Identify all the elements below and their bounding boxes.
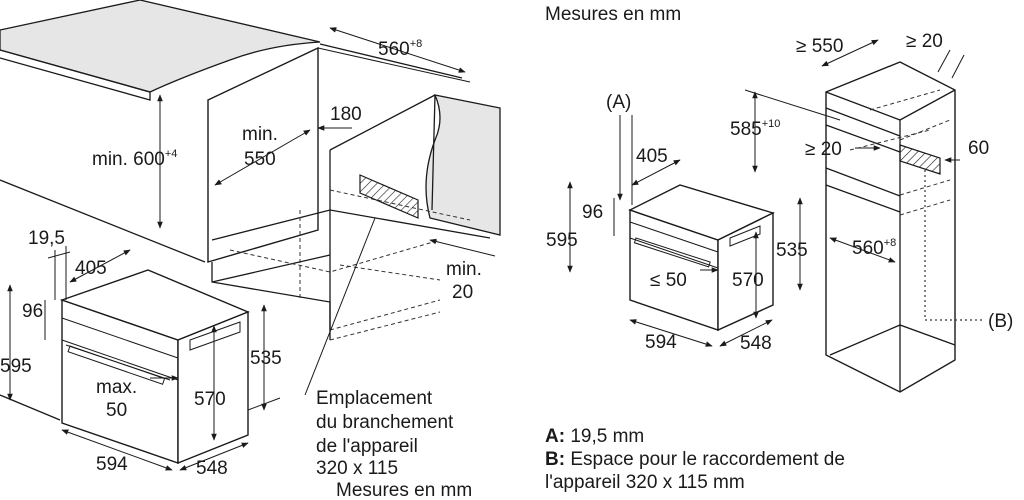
connection-area-right bbox=[899, 144, 941, 175]
dim-570-label-right: 570 bbox=[732, 270, 764, 291]
left-installation-view: 560+8 min. 600+4 min. 550 180 min. 20 19… bbox=[0, 0, 501, 500]
dim-min600-label: min. 600+4 bbox=[92, 148, 177, 170]
dim-19-5-label: 19,5 bbox=[28, 228, 65, 249]
dim-595-label-left: 595 bbox=[0, 356, 32, 377]
dim-570-label-left: 570 bbox=[194, 389, 226, 410]
dim-560-label: 560+8 bbox=[378, 38, 422, 60]
dim-594-label-left: 594 bbox=[96, 454, 128, 475]
dim-585-label: 585+10 bbox=[730, 118, 780, 140]
note-line3: de l'appareil bbox=[316, 436, 418, 457]
dim-96-label-right: 96 bbox=[582, 202, 603, 223]
dim-535-label-left: 535 bbox=[250, 348, 282, 369]
units-label-left: Mesures en mm bbox=[336, 480, 472, 500]
dim-ge550-label: ≥ 550 bbox=[796, 36, 843, 57]
dim-595-label-right: 595 bbox=[546, 230, 578, 251]
dim-548-label-left: 548 bbox=[196, 458, 228, 479]
dim-max50-line2: 50 bbox=[106, 400, 127, 421]
dim-560-label-right: 560+8 bbox=[852, 237, 896, 259]
countertop bbox=[0, 0, 321, 93]
right-installation-view: Mesures en mm (A) 405 96 595 535 ≤ 50 57… bbox=[545, 4, 1013, 393]
dim-min550-line2: 550 bbox=[244, 149, 276, 170]
dim-min550-line1: min. bbox=[242, 124, 278, 145]
dim-405-label-left: 405 bbox=[75, 258, 107, 279]
legend: A: 19,5 mm B: Espace pour le raccordemen… bbox=[545, 425, 845, 494]
dim-96-label-left: 96 bbox=[22, 301, 43, 322]
dim-548-label-right: 548 bbox=[740, 333, 772, 354]
label-a: (A) bbox=[606, 92, 631, 113]
dim-max50-line1: max. bbox=[96, 377, 137, 398]
tall-cabinet bbox=[825, 61, 956, 393]
dim-le50-label: ≤ 50 bbox=[650, 270, 687, 291]
dim-594-label-right: 594 bbox=[645, 332, 677, 353]
dim-180-label: 180 bbox=[330, 104, 362, 125]
dim-405-label-right: 405 bbox=[636, 146, 668, 167]
dim-min20-line2: 20 bbox=[452, 282, 473, 303]
legend-a: A: 19,5 mm bbox=[545, 426, 645, 447]
dim-min20-line1: min. bbox=[446, 259, 482, 280]
dim-ge20-top-label: ≥ 20 bbox=[906, 31, 943, 52]
connection-area-left bbox=[359, 174, 419, 219]
wall-right bbox=[425, 94, 501, 236]
oven-side-right bbox=[717, 211, 774, 332]
note-line4: 320 x 115 bbox=[316, 458, 398, 479]
dim-535-label-right: 535 bbox=[776, 240, 808, 261]
dim-ge20-mid-label: ≥ 20 bbox=[805, 139, 842, 160]
note-line1: Emplacement bbox=[316, 388, 433, 409]
note-line2: du branchement bbox=[316, 412, 454, 433]
legend-b: B: Espace pour le raccordement de bbox=[545, 449, 845, 470]
dim-60-label: 60 bbox=[968, 138, 989, 159]
legend-b-cont: l'appareil 320 x 115 mm bbox=[545, 472, 745, 493]
label-b: (B) bbox=[988, 311, 1013, 332]
units-label-right: Mesures en mm bbox=[545, 4, 681, 25]
